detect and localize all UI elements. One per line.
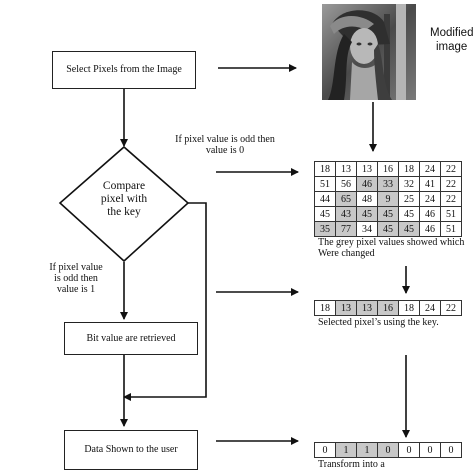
arrow-loop-back xyxy=(123,202,207,401)
pixel-cell: 46 xyxy=(419,221,441,237)
pixel-cell: 16 xyxy=(377,161,399,177)
bit-cell: 1 xyxy=(356,442,378,458)
pixel-cell: 51 xyxy=(440,206,462,222)
compare-line-1: Compare xyxy=(102,180,146,192)
select-pixels-text: Select Pixels from the Image xyxy=(66,64,182,75)
bits-caption: Transform into a xyxy=(318,459,385,470)
pixel-cell: 18 xyxy=(398,161,420,177)
pixel-cell: 43 xyxy=(335,206,357,222)
odd-one-line-1: If pixel value xyxy=(49,262,103,273)
odd-zero-line-1: If pixel value is odd then xyxy=(175,134,275,145)
grid-caption: The grey pixel values showed which Were … xyxy=(318,237,474,259)
odd-one-line-2: is odd then xyxy=(54,273,98,285)
grid-caption-line-1: The grey pixel values showed which xyxy=(318,237,465,248)
pixel-cell: 46 xyxy=(419,206,441,222)
compare-diamond-label: Compare pixel with the key xyxy=(78,180,170,220)
pixel-cell: 51 xyxy=(314,176,336,192)
bit-cell: 0 xyxy=(419,442,441,458)
pixel-cell: 65 xyxy=(335,191,357,207)
bit-cell: 0 xyxy=(398,442,420,458)
pixel-cell: 41 xyxy=(419,176,441,192)
selected-pixel-cell: 24 xyxy=(419,300,441,316)
bit-cell: 0 xyxy=(440,442,462,458)
pixel-cell: 45 xyxy=(377,221,399,237)
compare-diamond xyxy=(58,145,190,263)
pixel-cell: 44 xyxy=(314,191,336,207)
odd-one-note: If pixel value is odd then value is 1 xyxy=(36,262,116,296)
bit-cell: 1 xyxy=(335,442,357,458)
odd-zero-line-2: value is 0 xyxy=(205,145,245,157)
pixel-cell: 45 xyxy=(356,206,378,222)
bit-retrieve-text: Bit value are retrieved xyxy=(86,332,176,344)
pixel-cell: 33 xyxy=(377,176,399,192)
pixel-cell: 48 xyxy=(356,191,378,207)
odd-zero-note: If pixel value is odd then value is 0 xyxy=(155,134,295,156)
pixel-cell: 9 xyxy=(377,191,399,207)
pixel-cell: 22 xyxy=(440,191,462,207)
compare-line-3: the key xyxy=(107,206,141,219)
modified-image xyxy=(322,4,416,100)
pixel-cell: 22 xyxy=(440,176,462,192)
grid-caption-line-2: Were changed xyxy=(318,248,375,260)
pixel-cell: 13 xyxy=(356,161,378,177)
pixel-cell: 24 xyxy=(419,161,441,177)
pixel-cell: 51 xyxy=(440,221,462,237)
selected-pixel-cell: 16 xyxy=(377,300,399,316)
modified-title-line-2: image xyxy=(436,41,468,54)
data-shown-text: Data Shown to the user xyxy=(84,444,178,455)
pixel-cell: 45 xyxy=(377,206,399,222)
bit-cell: 0 xyxy=(314,442,336,458)
modified-title-line-1: Modified xyxy=(430,27,474,39)
pixel-cell: 13 xyxy=(335,161,357,177)
pixel-cell: 46 xyxy=(356,176,378,192)
compare-line-2: pixel with xyxy=(100,193,148,206)
bit-retrieve-box: Bit value are retrieved xyxy=(64,322,198,355)
select-pixels-box: Select Pixels from the Image xyxy=(52,51,196,89)
pixel-cell: 45 xyxy=(314,206,336,222)
pixel-cell: 22 xyxy=(440,161,462,177)
pixel-cell: 35 xyxy=(314,221,336,237)
selected-pixel-cell: 13 xyxy=(335,300,357,316)
pixel-cell: 77 xyxy=(335,221,357,237)
pixel-cell: 25 xyxy=(398,191,420,207)
portrait-illustration xyxy=(322,4,416,100)
pixel-cell: 32 xyxy=(398,176,420,192)
data-shown-box: Data Shown to the user xyxy=(64,430,198,470)
pixel-cell: 45 xyxy=(398,221,420,237)
selected-pixel-cell: 22 xyxy=(440,300,462,316)
pixel-cell: 24 xyxy=(419,191,441,207)
pixel-cell: 45 xyxy=(398,206,420,222)
pixel-cell: 34 xyxy=(356,221,378,237)
pixel-cell: 56 xyxy=(335,176,357,192)
selected-pixel-cell: 18 xyxy=(398,300,420,316)
selected-pixel-cell: 13 xyxy=(356,300,378,316)
selected-pixel-cell: 18 xyxy=(314,300,336,316)
selected-caption: Selected pixel’s using the key. xyxy=(318,317,439,328)
pixel-cell: 18 xyxy=(314,161,336,177)
bit-cell: 0 xyxy=(377,442,399,458)
modified-image-title: Modified image xyxy=(430,26,474,55)
odd-one-line-3: value is 1 xyxy=(56,284,96,296)
